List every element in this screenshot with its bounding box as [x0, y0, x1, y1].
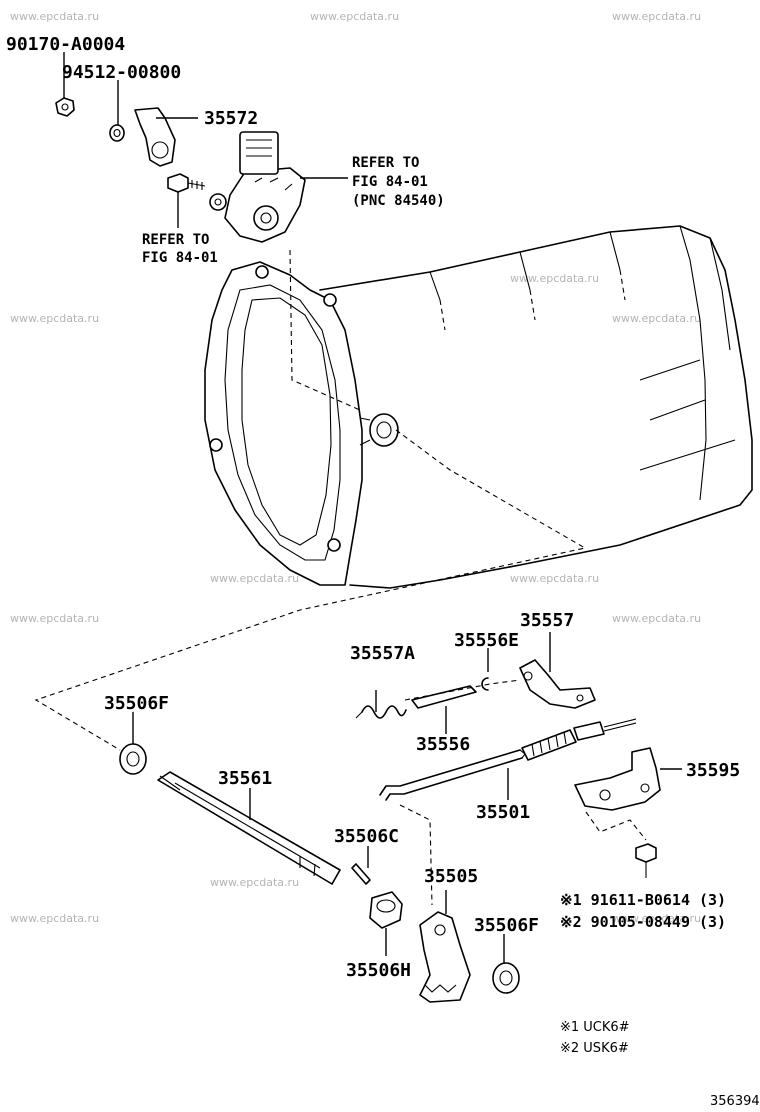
bracket-35595 [574, 747, 661, 811]
dashed-guide [404, 679, 521, 701]
clip-35556E [481, 677, 489, 691]
part-number-label: 35572 [204, 108, 258, 129]
watermark-text: www.epcdata.ru [10, 10, 99, 23]
watermark-text: www.epcdata.ru [612, 10, 701, 23]
part-number-label: 35505 [424, 866, 478, 887]
watermark-text: www.epcdata.ru [10, 312, 99, 325]
washer-94512 [109, 124, 125, 142]
part-number-label: 35501 [476, 802, 530, 823]
diagram-id: 356394 [710, 1094, 760, 1109]
part-number-label: 35506F [474, 915, 539, 936]
neutral-start-switch [209, 131, 306, 243]
part-number-label: ※1 91611-B0614 (3) [560, 891, 726, 909]
refer-to-label: FIG 84-01 [142, 250, 218, 266]
part-number-label: 35556 [416, 734, 470, 755]
part-number-label: ※2 90105-08449 (3) [560, 913, 726, 931]
part-number-label: 35506F [104, 693, 169, 714]
watermark-text: www.epcdata.ru [310, 10, 399, 23]
part-labels: 90170-A0004 94512-00800 35572 35557 3555… [6, 34, 740, 981]
lever-35557 [519, 659, 596, 709]
refer-to-label: REFER TO [142, 232, 209, 248]
watermark-text: www.epcdata.ru [210, 876, 299, 889]
part-number-label: 35557A [350, 643, 415, 664]
dashed-guide [585, 811, 647, 841]
bushing-35506H [369, 891, 403, 929]
part-number-label: 35506H [346, 960, 411, 981]
part-number-label: 35556E [454, 630, 519, 651]
pin-35506C [351, 863, 371, 885]
part-number-label: 35506C [334, 826, 399, 847]
watermark-text: www.epcdata.ru [612, 912, 701, 925]
bracket-35572 [134, 107, 176, 167]
shaft-35561 [157, 771, 341, 885]
bolt-91611 [635, 843, 657, 878]
watermark-text: www.epcdata.ru [510, 272, 599, 285]
refer-to-label: FIG 84-01 [352, 174, 428, 190]
watermark-text: www.epcdata.ru [612, 312, 701, 325]
oil-seal-35506F-b [492, 962, 520, 994]
footnotes: ※1 UCK6# ※2 USK6# 356394 [560, 1020, 760, 1109]
part-number-label: 35595 [686, 760, 740, 781]
lever-35505 [419, 911, 471, 1003]
footnote: ※1 UCK6# [560, 1020, 630, 1035]
part-number-label: 94512-00800 [62, 62, 181, 83]
transmission-housing [34, 225, 753, 751]
watermark-text: www.epcdata.ru [10, 912, 99, 925]
control-cable-35501 [379, 718, 637, 801]
part-number-label: 35557 [520, 610, 574, 631]
refer-to-label: (PNC 84540) [352, 193, 445, 209]
nut-90170 [55, 97, 75, 117]
spring-35557A [355, 705, 407, 719]
part-number-label: 35561 [218, 768, 272, 789]
refer-to-label: REFER TO [352, 155, 419, 171]
footnote: ※2 USK6# [560, 1041, 629, 1056]
pin-35556 [411, 685, 477, 709]
leader-lines [63, 52, 682, 964]
watermark-text: www.epcdata.ru [510, 572, 599, 585]
watermarks: www.epcdata.ru www.epcdata.ru www.epcdat… [10, 10, 701, 925]
part-number-label: 90170-A0004 [6, 34, 125, 55]
reference-labels: REFER TO FIG 84-01 (PNC 84540) REFER TO … [142, 155, 445, 266]
watermark-text: www.epcdata.ru [10, 612, 99, 625]
dashed-guide [399, 804, 433, 906]
watermark-text: www.epcdata.ru [210, 572, 299, 585]
watermark-text: www.epcdata.ru [612, 612, 701, 625]
oil-seal-35506F-a [119, 743, 147, 775]
bolt-ref-fig84 [167, 173, 206, 193]
